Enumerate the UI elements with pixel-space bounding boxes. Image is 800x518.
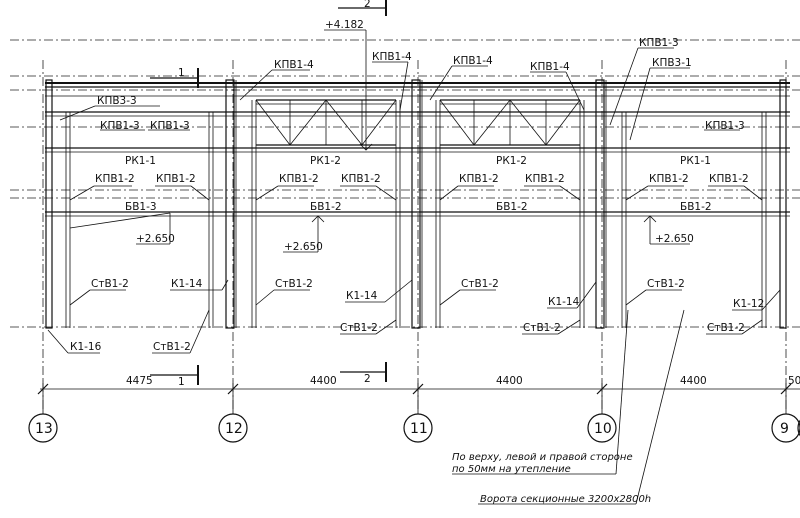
- dim-11-10: 4400: [496, 375, 523, 387]
- dim-12-11: 4400: [310, 375, 337, 387]
- axis-11: 11: [410, 421, 428, 437]
- label-rk1-1-b: РК1-1: [680, 155, 711, 167]
- axis-12: 12: [225, 421, 243, 437]
- label-kpv1-3-a: КПВ1-3: [100, 120, 140, 132]
- section-2-bottom: 2: [364, 373, 371, 385]
- elevation-markers: [69, 29, 690, 253]
- elevation-3: +2.650: [655, 233, 694, 245]
- label-rk1-1-a: РК1-1: [125, 155, 156, 167]
- reference-lines: [10, 39, 800, 328]
- label-stv1-2-5: СтВ1-2: [340, 322, 378, 334]
- label-kpv1-4-d: КПВ1-4: [530, 61, 570, 73]
- label-kpv1-3-b: КПВ1-3: [150, 120, 190, 132]
- note-sectional-gate: Ворота секционные 3200х2800h: [480, 494, 651, 505]
- section-1-bottom: 1: [178, 376, 185, 388]
- label-bv1-2-c: БВ1-2: [680, 201, 712, 213]
- dim-9-next: 50: [788, 375, 800, 387]
- elevation-top: +4.182: [325, 19, 364, 31]
- label-kpv3-1: КПВ3-1: [652, 57, 692, 69]
- label-kpv1-3-top: КПВ1-3: [639, 37, 679, 49]
- label-kpv1-4-c: КПВ1-4: [453, 55, 493, 67]
- label-stv1-2-4: СтВ1-2: [647, 278, 685, 290]
- axis-10: 10: [594, 421, 612, 437]
- section-marks: [150, 0, 387, 385]
- label-kpv1-2-7: КПВ1-2: [649, 173, 689, 185]
- label-kpv1-3-c: КПВ1-3: [705, 120, 745, 132]
- axis-13: 13: [35, 421, 53, 437]
- label-kpv1-2-4: КПВ1-2: [341, 173, 381, 185]
- label-bv1-2-b: БВ1-2: [496, 201, 528, 213]
- leader-lines: [47, 47, 781, 505]
- label-k1-16: К1-16: [70, 341, 102, 353]
- elevation-1: +2.650: [136, 233, 175, 245]
- section-1-top: 1: [178, 67, 185, 79]
- label-k1-14-b: К1-14: [346, 290, 378, 302]
- elevation-2: +2.650: [284, 241, 323, 253]
- label-rk1-2-a: РК1-2: [310, 155, 341, 167]
- label-stv1-2-7: СтВ1-2: [707, 322, 745, 334]
- label-stv1-2-6: СтВ1-2: [523, 322, 561, 334]
- note-insulation-line2: по 50мм на утепление: [452, 464, 571, 475]
- label-kpv1-2-3: КПВ1-2: [279, 173, 319, 185]
- label-bv1-3: БВ1-3: [125, 201, 157, 213]
- label-bv1-2-a: БВ1-2: [310, 201, 342, 213]
- label-kpv1-2-5: КПВ1-2: [459, 173, 499, 185]
- label-kpv3-3: КПВ3-3: [97, 95, 137, 107]
- label-stv1-2-8: СтВ1-2: [153, 341, 191, 353]
- label-kpv1-2-6: КПВ1-2: [525, 173, 565, 185]
- label-stv1-2-3: СтВ1-2: [461, 278, 499, 290]
- label-kpv1-2-1: КПВ1-2: [95, 173, 135, 185]
- label-stv1-2-1: СтВ1-2: [91, 278, 129, 290]
- axis-bubbles: [28, 398, 800, 443]
- label-k1-14-a: К1-14: [171, 278, 203, 290]
- axis-9: 9: [780, 421, 789, 437]
- section-2-top: 2: [364, 0, 371, 10]
- top-chord: [45, 82, 790, 217]
- columns: [45, 79, 787, 329]
- label-rk1-2-b: РК1-2: [496, 155, 527, 167]
- dimension-line: [37, 380, 800, 398]
- label-k1-12: К1-12: [733, 298, 764, 310]
- label-k1-14-c: К1-14: [548, 296, 580, 308]
- dim-13-12: 4475: [126, 375, 153, 387]
- label-kpv1-4-b: КПВ1-4: [372, 51, 412, 63]
- label-kpv1-4-a: КПВ1-4: [274, 59, 314, 71]
- label-kpv1-2-2: КПВ1-2: [156, 173, 196, 185]
- dim-10-9: 4400: [680, 375, 707, 387]
- roof-truss: [255, 99, 581, 146]
- note-insulation-line1: По верху, левой и правой стороне: [452, 452, 633, 463]
- label-stv1-2-2: СтВ1-2: [275, 278, 313, 290]
- label-kpv1-2-8: КПВ1-2: [709, 173, 749, 185]
